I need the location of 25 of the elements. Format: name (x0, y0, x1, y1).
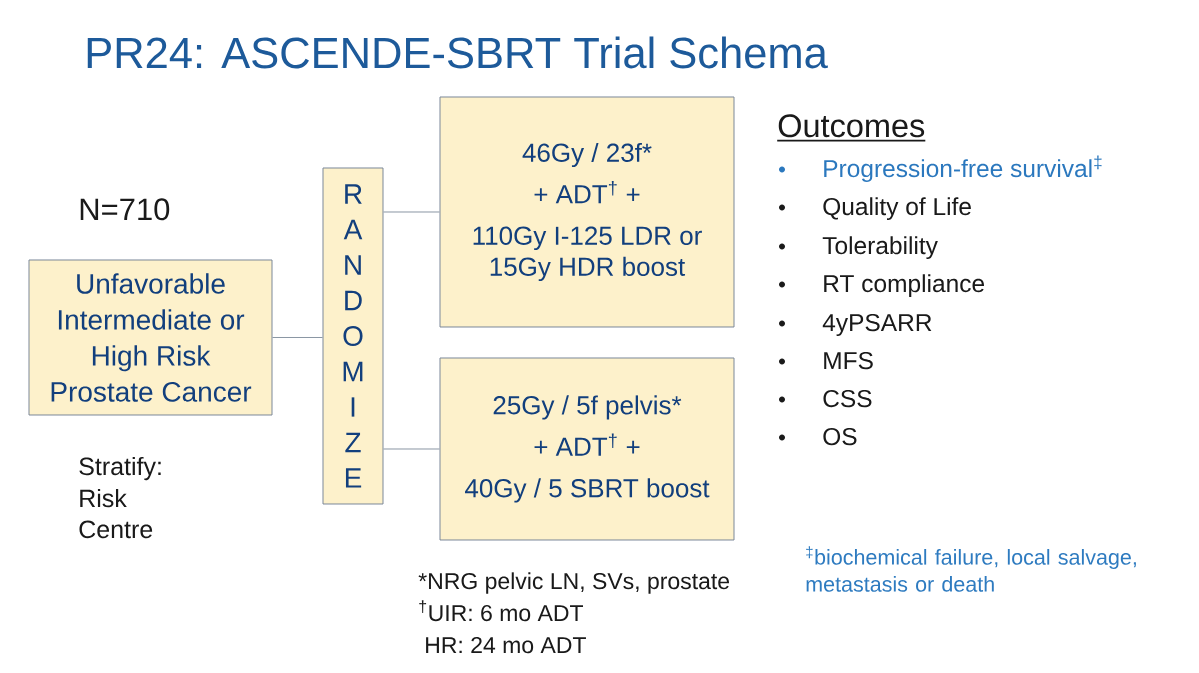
slide-title: PR24: ASCENDE-SBRT Trial Schema (87, 36, 828, 69)
stratification-factor: Centre (79, 520, 153, 539)
outcome-item: Progression-free survival$^{‡}$ (824, 155, 1102, 183)
stratification-factor: Risk (80, 488, 127, 508)
outcome-item: Tolerability (822, 236, 938, 260)
footnote: *NRG pelvic LN, SVs, prostate (418, 572, 730, 594)
connector-line (383, 211, 440, 213)
footnote: $^{†}$UIR: 6 mo ADT (419, 600, 583, 622)
outcome-item: RT compliance (824, 274, 984, 298)
outcome-item: 4yPSARR (822, 313, 932, 337)
connector-line (272, 337, 323, 338)
randomization-box: RANDOMIZE (322, 167, 384, 505)
outcomes-heading: Outcomes (776, 114, 927, 142)
outcome-item: CSS (823, 389, 872, 408)
outcome-item: OS (823, 427, 857, 446)
outcome-item: MFS (824, 351, 873, 370)
footnote: HR: 24 mo ADT (426, 636, 586, 654)
connector-line (383, 448, 440, 450)
treatment-arm-box: 25Gy / 5f pelvis* + ADT$^{†}$ + 40Gy / 5 SBRT boost (439, 357, 735, 541)
treatment-arm-box: 46Gy / 23f* + ADT$^{†}$ + 110Gy I-125 LDR or 15Gy HDR boost (439, 96, 735, 328)
stratification-heading: Stratify: (79, 456, 161, 481)
sample-size-label: N=710 (80, 198, 170, 221)
patient-group-box: Unfavorable Intermediate or High Risk Prostate Cancer (28, 259, 273, 416)
footnote: $^{‡}$biochemical failure, local salvage, metastasis or death (806, 546, 1136, 592)
outcome-item: Quality of Life (823, 197, 971, 221)
